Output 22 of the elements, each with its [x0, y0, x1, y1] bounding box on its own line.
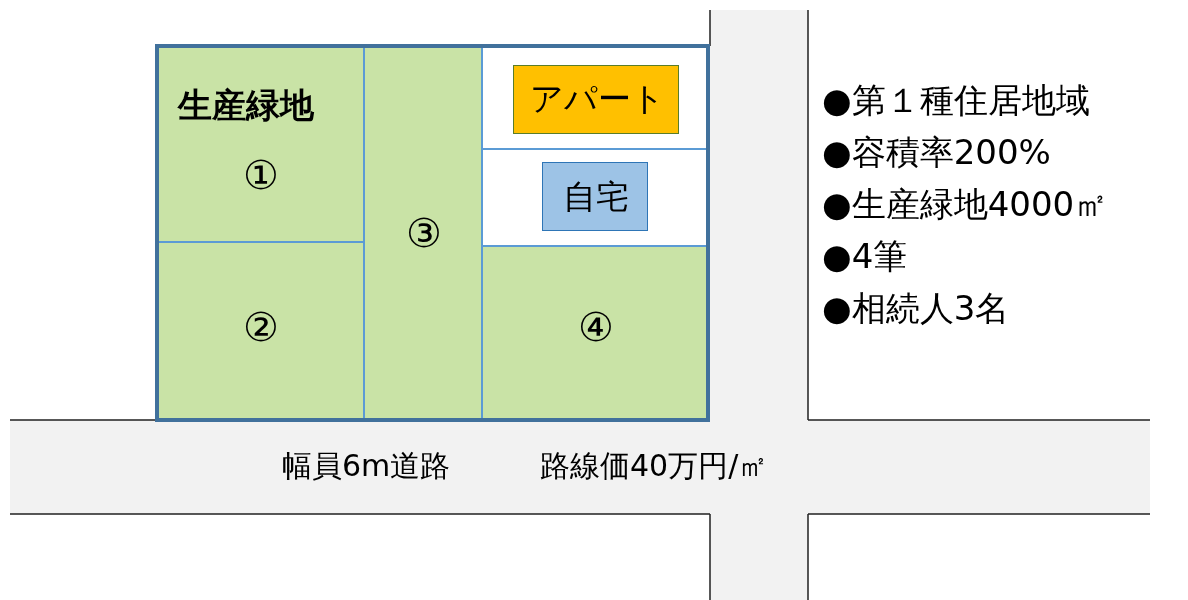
spec-item: ●4筆	[822, 236, 908, 277]
lot-area	[482, 46, 708, 149]
spec-item: ●相続人3名	[822, 288, 1010, 329]
plot-area	[157, 242, 364, 420]
plot-area	[157, 46, 364, 242]
road-label: 幅員6m道路	[282, 448, 451, 484]
building-box	[513, 65, 679, 134]
building-label: アパート	[529, 79, 665, 119]
lot-area	[482, 149, 708, 246]
plot-number: ③	[406, 209, 442, 257]
spec-item: ●容積率200%	[822, 132, 1051, 173]
spec-item: ●生産緑地4000㎡	[822, 184, 1109, 225]
plot-number: ①	[243, 151, 279, 199]
road-label: 路線価40万円/㎡	[540, 448, 769, 484]
plot-number: ②	[243, 303, 279, 351]
plot-area	[364, 46, 482, 420]
building-label: 自宅	[563, 177, 629, 217]
plot-number: ④	[578, 303, 614, 351]
spec-item: ●第１種住居地域	[822, 80, 1090, 121]
heading: 生産緑地	[178, 85, 314, 126]
plot-area	[482, 246, 708, 420]
building-box	[542, 162, 648, 231]
